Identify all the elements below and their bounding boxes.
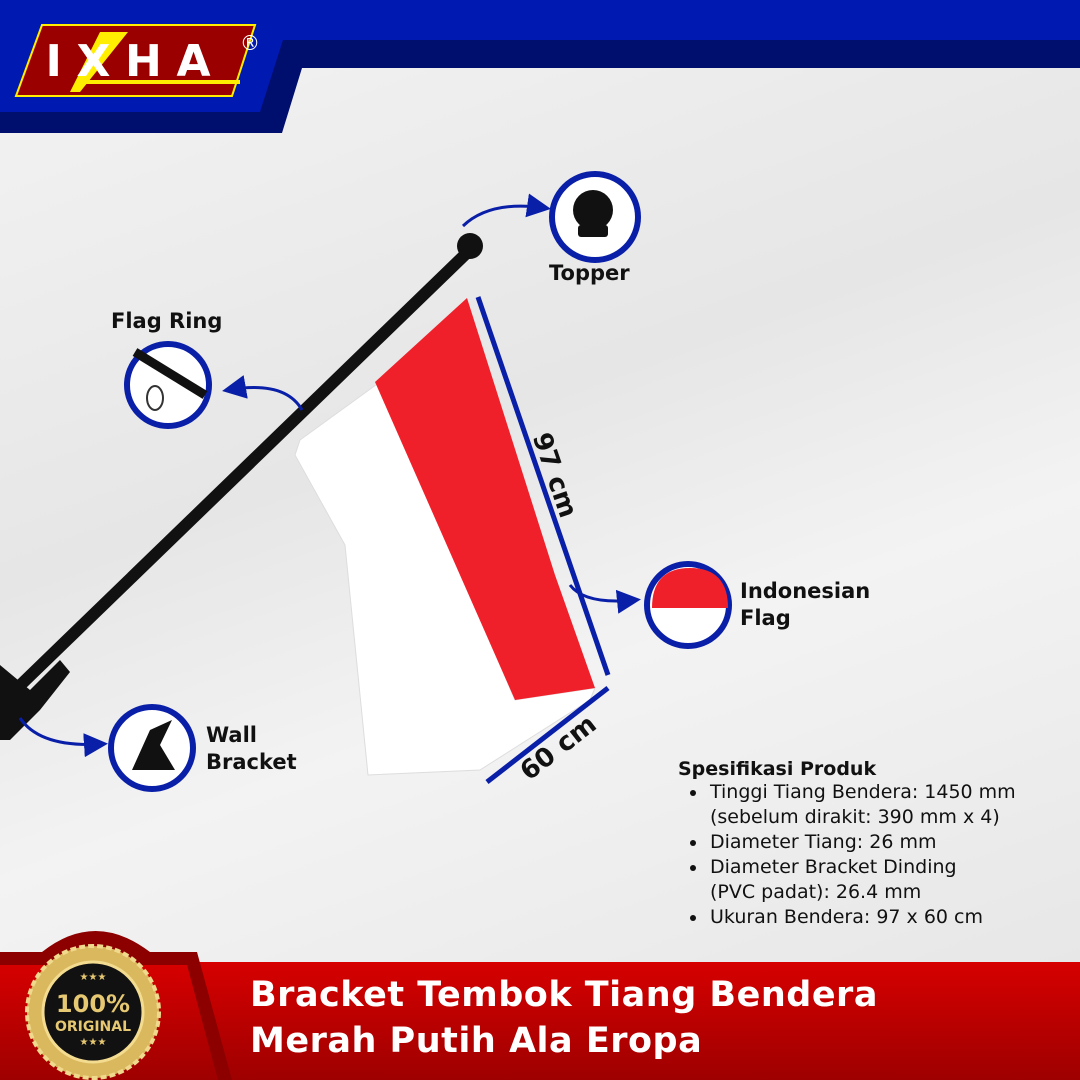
svg-text:100%: 100%: [56, 990, 130, 1018]
topper-label: Topper: [549, 261, 630, 285]
wall-bracket-image: [0, 660, 70, 740]
flag-ring-label: Flag Ring: [111, 309, 223, 333]
indonesian-flag-callout-circle: [644, 561, 732, 649]
product-specifications: Spesifikasi Produk Tinggi Tiang Bendera:…: [678, 758, 1016, 930]
height-dimension-line: [475, 296, 611, 676]
spec-heading: Spesifikasi Produk: [678, 758, 877, 780]
header-banner: IXHA ®: [0, 0, 1080, 133]
spec-item: Ukuran Bendera: 97 x 60 cm: [708, 905, 1016, 930]
topper-callout-circle: [549, 171, 641, 263]
product-illustration: [0, 171, 732, 792]
svg-text:★★★: ★★★: [80, 1037, 107, 1048]
spec-item: Diameter Tiang: 26 mm: [708, 830, 1016, 855]
flag-image: [294, 298, 596, 776]
registered-mark: ®: [240, 31, 260, 55]
svg-text:★★★: ★★★: [80, 972, 107, 983]
original-badge: ★★★ ★★★ 100% ORIGINAL: [25, 944, 161, 1080]
svg-text:ORIGINAL: ORIGINAL: [55, 1019, 131, 1035]
brand-logo: IXHA ®: [14, 24, 260, 97]
callout-arrows: [18, 193, 641, 758]
flag-ring-callout-circle: [124, 341, 212, 429]
spec-item: Tinggi Tiang Bendera: 1450 mm(sebelum di…: [708, 780, 1016, 830]
footer-banner: ★★★ ★★★ 100% ORIGINAL: [0, 931, 1080, 1080]
wall-bracket-callout-circle: [108, 704, 196, 792]
spec-item: Diameter Bracket Dinding(PVC padat): 26.…: [708, 855, 1016, 905]
width-dimension-line: [485, 686, 610, 784]
flag-pole: [0, 239, 481, 706]
pole-topper: [457, 233, 483, 259]
